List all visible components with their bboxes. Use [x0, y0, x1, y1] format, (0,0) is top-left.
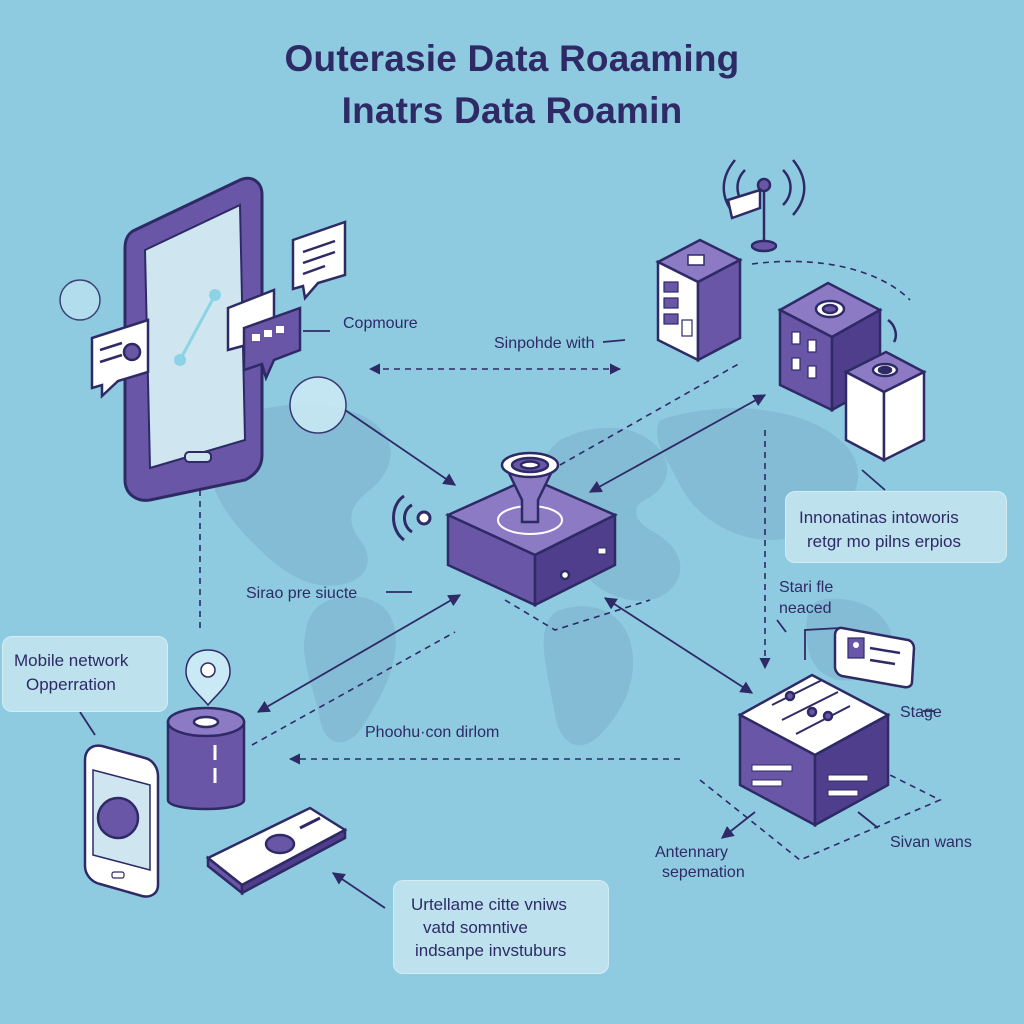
callout-mobile-network-line-2: Opperration [26, 675, 116, 694]
label-phoohu: Phoohu·con dirlom [365, 724, 500, 741]
label-copmoure: Copmoure [343, 315, 418, 332]
label-stage: Stage [900, 704, 942, 721]
antenna-tower-icon [722, 159, 806, 253]
chat-bubble-icon [90, 220, 347, 399]
callout-mobile-network: Mobile network Opperration [2, 636, 168, 712]
id-card-icon [804, 626, 916, 689]
location-pin-icon [59, 279, 347, 707]
callout-urtellame-line-3: indsanpe invstuburs [415, 941, 567, 960]
wifi-signal-icon [392, 494, 432, 542]
smart-card-icon [205, 806, 348, 896]
callout-urtellame: Urtellame citte vniws vatd somntive inds… [393, 880, 609, 974]
label-sinpohde: Sinpohde with [494, 335, 595, 352]
tablet-icon [83, 744, 160, 898]
label-antennary-line-1: Antennary [655, 844, 728, 861]
callout-urtellame-line-2: vatd somntive [423, 918, 528, 937]
callout-innovations-line-2: retgr mo pilns erpios [807, 532, 962, 551]
label-antennary-line-2: sepemation [662, 864, 745, 881]
label-stari-line-2: neaced [779, 600, 832, 617]
solid-links [79, 330, 935, 909]
label-stari-line-1: Stari fle [779, 579, 834, 596]
server-cabinet-icon [655, 238, 743, 363]
title-line-1: Outerasie Data Roaaming [284, 38, 740, 79]
cylinder-server-icon [166, 706, 246, 811]
data-center-icon [777, 281, 927, 463]
callout-innovations-line-1: Innonatinas intoworis [799, 508, 959, 527]
callout-innovations: Innonatinas intoworis retgr mo pilns erp… [785, 491, 1007, 563]
central-router-icon [444, 451, 618, 608]
title-line-2: Inatrs Data Roamin [341, 90, 683, 131]
callout-mobile-network-line-1: Mobile network [14, 651, 129, 670]
callout-urtellame-line-1: Urtellame citte vniws [411, 895, 567, 914]
switch-panel-icon [737, 673, 891, 828]
label-sivanwans: Sivan wans [890, 834, 972, 851]
smartphone-icon [123, 176, 264, 502]
label-sirao: Sirao pre siucte [246, 585, 358, 602]
